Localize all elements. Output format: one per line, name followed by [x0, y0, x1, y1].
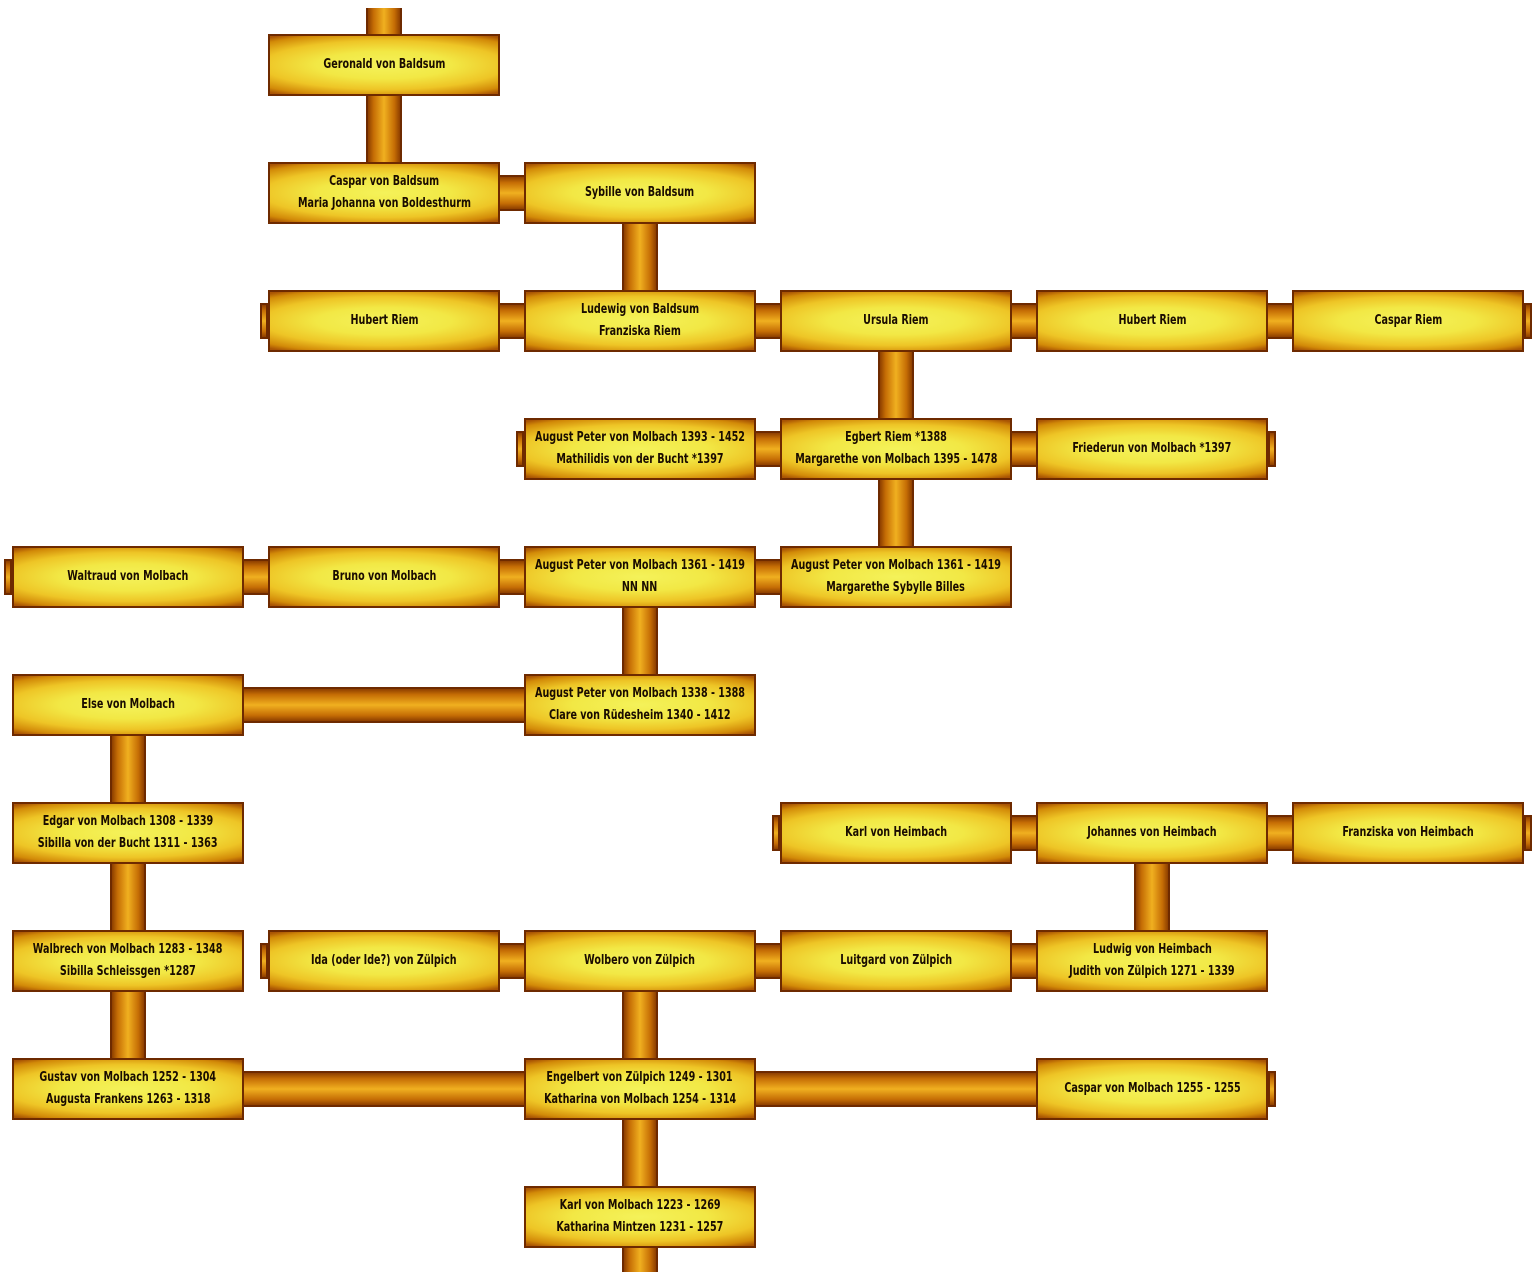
- person-name: Ludewig von Baldsum: [580, 302, 700, 317]
- person-name: Ida (oder Ide?) von Zülpich: [311, 953, 457, 968]
- person-name: Gustav von Molbach 1252 - 1304: [39, 1070, 217, 1085]
- spouse-name: Judith von Zülpich 1271 - 1339: [1069, 964, 1235, 979]
- person-name: Hubert Riem: [1117, 313, 1187, 328]
- person-name: August Peter von Molbach 1361 - 1419: [791, 558, 1001, 573]
- spouse-name: Katharina Mintzen 1231 - 1257: [556, 1220, 724, 1235]
- spouse-name: Franziska Riem: [599, 324, 681, 339]
- person-name: August Peter von Molbach 1338 - 1388: [535, 686, 745, 701]
- spouse-name: Sibilla von der Bucht 1311 - 1363: [38, 836, 218, 851]
- person-box-caspar-riem[interactable]: Caspar Riem: [1292, 290, 1524, 352]
- person-name: Hubert Riem: [349, 313, 419, 328]
- person-box-hubert-riem-2[interactable]: Hubert Riem: [1036, 290, 1268, 352]
- person-box-sybille[interactable]: Sybille von Baldsum: [524, 162, 756, 224]
- person-box-friederun[interactable]: Friederun von Molbach *1397: [1036, 418, 1268, 480]
- person-name: Else von Molbach: [81, 697, 175, 712]
- sibling-stub: [1524, 303, 1532, 339]
- person-box-luitgard[interactable]: Luitgard von Zülpich: [780, 930, 1012, 992]
- sibling-stub: [516, 431, 524, 467]
- person-name: Luitgard von Zülpich: [840, 953, 952, 968]
- person-name: August Peter von Molbach 1361 - 1419: [535, 558, 745, 573]
- person-box-hubert-riem-1[interactable]: Hubert Riem: [268, 290, 500, 352]
- person-box-bruno[interactable]: Bruno von Molbach: [268, 546, 500, 608]
- person-name: Franziska von Heimbach: [1342, 825, 1474, 840]
- descendant-line-bottom: [622, 1244, 658, 1272]
- person-box-franziska-heimbach[interactable]: Franziska von Heimbach: [1292, 802, 1524, 864]
- ancestor-line-top: [366, 8, 402, 38]
- sibling-stub: [260, 943, 268, 979]
- person-name: Karl von Heimbach: [845, 825, 947, 840]
- person-name: August Peter von Molbach 1393 - 1452: [535, 430, 745, 445]
- person-name: Engelbert von Zülpich 1249 - 1301: [546, 1070, 734, 1085]
- person-box-august-1361-a[interactable]: August Peter von Molbach 1361 - 1419 NN N…: [524, 546, 756, 608]
- person-name: Edgar von Molbach 1308 - 1339: [42, 814, 214, 829]
- person-name: Walbrech von Molbach 1283 - 1348: [33, 942, 223, 957]
- person-name: Caspar Riem: [1374, 313, 1442, 328]
- person-name: Caspar von Baldsum: [328, 174, 440, 189]
- spouse-name: Margarethe Sybylle Billes: [826, 580, 966, 595]
- person-box-johannes-heimbach[interactable]: Johannes von Heimbach: [1036, 802, 1268, 864]
- person-box-wolbero[interactable]: Wolbero von Zülpich: [524, 930, 756, 992]
- person-name: Karl von Molbach 1223 - 1269: [559, 1198, 721, 1213]
- person-box-geronald[interactable]: Geronald von Baldsum: [268, 34, 500, 96]
- person-name: Wolbero von Zülpich: [584, 953, 696, 968]
- person-name: Caspar von Molbach 1255 - 1255: [1063, 1081, 1241, 1096]
- person-name: Ursula Riem: [863, 313, 929, 328]
- spouse-name: NN NN: [622, 580, 658, 595]
- person-box-karl-heimbach[interactable]: Karl von Heimbach: [780, 802, 1012, 864]
- person-box-else[interactable]: Else von Molbach: [12, 674, 244, 736]
- sibling-stub: [772, 815, 780, 851]
- person-box-waltraud[interactable]: Waltraud von Molbach: [12, 546, 244, 608]
- person-name: Sybille von Baldsum: [585, 185, 695, 200]
- person-name: Bruno von Molbach: [332, 569, 436, 584]
- sibling-stub: [1268, 431, 1276, 467]
- person-name: Geronald von Baldsum: [323, 57, 445, 72]
- person-name: Egbert Riem *1388: [845, 430, 947, 445]
- spouse-name: Katharina von Molbach 1254 - 1314: [543, 1092, 737, 1107]
- person-name: Ludwig von Heimbach: [1092, 942, 1212, 957]
- person-name: Friederun von Molbach *1397: [1072, 441, 1232, 456]
- sibling-stub: [260, 303, 268, 339]
- person-box-ursula[interactable]: Ursula Riem: [780, 290, 1012, 352]
- spouse-name: Sibilla Schleissgen *1287: [60, 964, 196, 979]
- spouse-name: Mathilidis von der Bucht *1397: [556, 452, 724, 467]
- person-name: Waltraud von Molbach: [67, 569, 189, 584]
- person-box-ida[interactable]: Ida (oder Ide?) von Zülpich: [268, 930, 500, 992]
- sibling-stub: [4, 559, 12, 595]
- sibling-stub: [1524, 815, 1532, 851]
- spouse-name: Augusta Frankens 1263 - 1318: [45, 1092, 211, 1107]
- sibling-stub: [1268, 1071, 1276, 1107]
- sibling-connector: [128, 559, 896, 595]
- person-name: Johannes von Heimbach: [1087, 825, 1217, 840]
- spouse-name: Maria Johanna von Boldesthurm: [297, 196, 471, 211]
- spouse-name: Margarethe von Molbach 1395 - 1478: [794, 452, 998, 467]
- sibling-connector: [384, 943, 1152, 979]
- person-box-caspar-molbach[interactable]: Caspar von Molbach 1255 - 1255: [1036, 1058, 1268, 1120]
- spouse-name: Clare von Rüdesheim 1340 - 1412: [549, 708, 731, 723]
